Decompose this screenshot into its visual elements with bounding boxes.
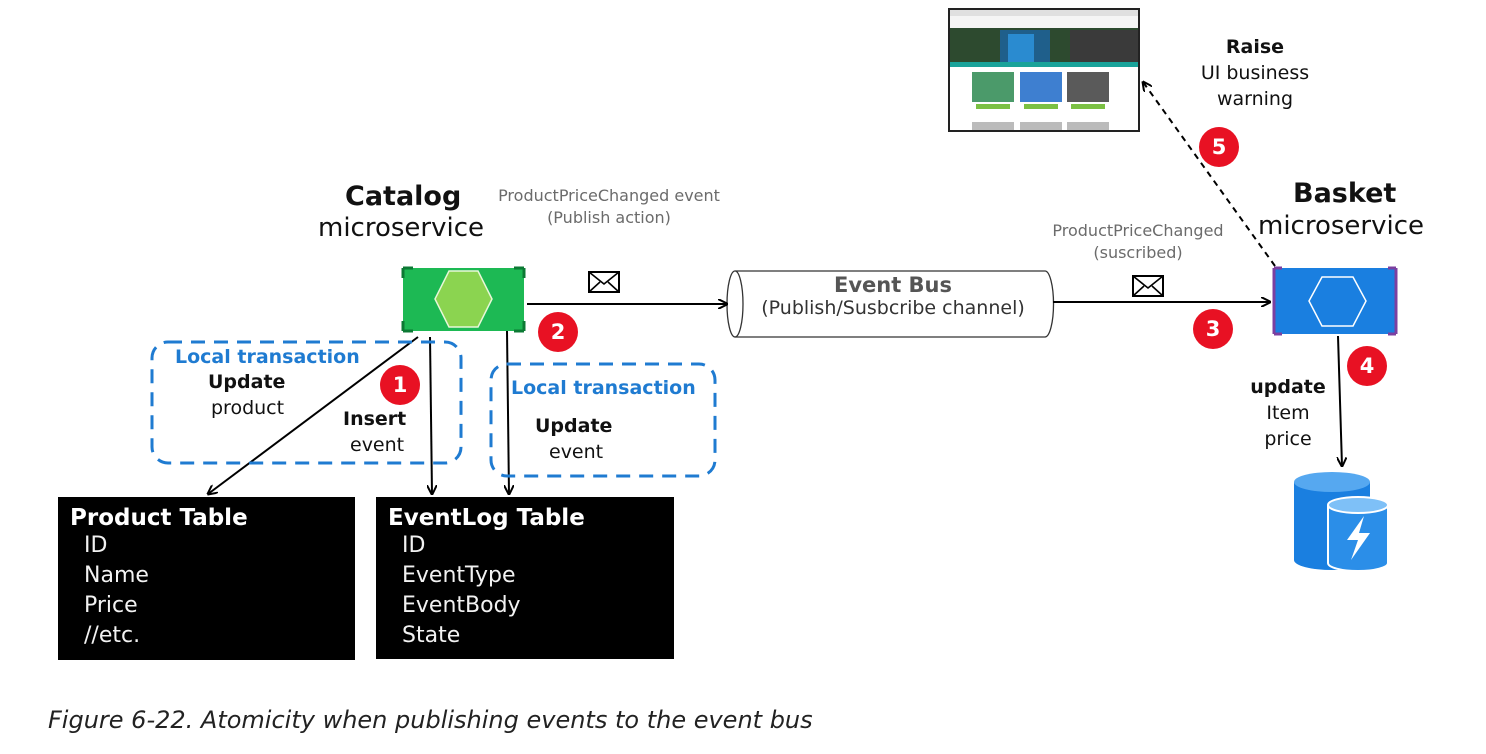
- event-bus-cylinder: [726, 270, 1055, 338]
- envelope-icon: [588, 271, 620, 293]
- product-table: Product Table ID Name Price //etc.: [58, 497, 355, 660]
- catalog-title: Catalog: [345, 181, 462, 212]
- catalog-service-icon: [401, 266, 526, 333]
- web-ui-screenshot: [948, 8, 1140, 132]
- update-event-action: Update: [535, 415, 613, 437]
- eventlog-table: EventLog Table ID EventType EventBody St…: [376, 497, 674, 659]
- raise-warning-line: warning: [1216, 88, 1294, 110]
- step-badge-5: 5: [1199, 127, 1239, 167]
- eventlog-table-title: EventLog Table: [388, 505, 585, 531]
- update-event-arrow: [507, 330, 509, 494]
- subscribe-event-label: ProductPriceChanged (suscribed): [1046, 220, 1230, 264]
- table-row: ID: [402, 533, 426, 558]
- update-product-action: Update: [208, 371, 286, 393]
- basket-update-item: Item: [1266, 402, 1310, 424]
- table-row: Price: [84, 593, 138, 618]
- table-row: EventBody: [402, 593, 521, 618]
- catalog-subtitle: microservice: [318, 213, 485, 243]
- product-table-title: Product Table: [70, 505, 248, 531]
- publish-event-action: (Publish action): [547, 208, 671, 227]
- local-transaction-box: [150, 340, 463, 465]
- table-row: //etc.: [84, 623, 141, 648]
- subscribe-event-action: (suscribed): [1093, 243, 1183, 262]
- insert-event-arrow: [430, 336, 432, 494]
- table-row: Name: [84, 563, 149, 588]
- basket-title: Basket: [1293, 178, 1397, 209]
- update-product-target: product: [211, 397, 285, 419]
- step-badge-2: 2: [538, 312, 578, 352]
- basket-update-label: update Item price: [1248, 374, 1328, 452]
- local-transaction-box: [489, 362, 717, 478]
- table-row: ID: [84, 533, 108, 558]
- envelope-icon: [1132, 275, 1164, 297]
- raise-warning-arrow: [1143, 82, 1276, 267]
- local-transaction-title: Local transaction: [511, 377, 696, 399]
- step-badge-3: 3: [1193, 309, 1233, 349]
- raise-warning-label: Raise UI business warning: [1195, 34, 1315, 112]
- insert-event-target: event: [350, 434, 405, 456]
- basket-update-price: price: [1264, 428, 1312, 450]
- raise-warning-line: UI business: [1200, 62, 1310, 84]
- update-price-arrow: [1338, 335, 1342, 466]
- event-bus-title: Event Bus: [833, 273, 953, 297]
- database-icon: [1294, 472, 1389, 572]
- insert-event-action: Insert: [343, 408, 407, 430]
- event-bus-subtitle: (Publish/Susbcribe channel): [761, 297, 1025, 319]
- basket-service-icon: [1272, 266, 1398, 336]
- table-row: State: [402, 623, 461, 648]
- update-event-target: event: [549, 441, 604, 463]
- local-transaction-title: Local transaction: [175, 346, 360, 368]
- subscribe-event-name: ProductPriceChanged: [1052, 221, 1224, 240]
- raise-warning-action: Raise: [1225, 36, 1285, 58]
- publish-event-name: ProductPriceChanged event: [498, 186, 720, 205]
- basket-update-action: update: [1250, 376, 1326, 398]
- step-badge-1: 1: [380, 365, 420, 405]
- event-bus-label: Event Bus (Publish/Susbcribe channel): [743, 273, 1043, 319]
- figure-caption: Figure 6-22. Atomicity when publishing e…: [48, 706, 813, 734]
- update-product-arrow: [208, 336, 419, 494]
- publish-event-label: ProductPriceChanged event (Publish actio…: [492, 185, 726, 229]
- step-badge-4: 4: [1347, 346, 1387, 386]
- basket-subtitle: microservice: [1258, 211, 1425, 241]
- table-row: EventType: [402, 563, 516, 588]
